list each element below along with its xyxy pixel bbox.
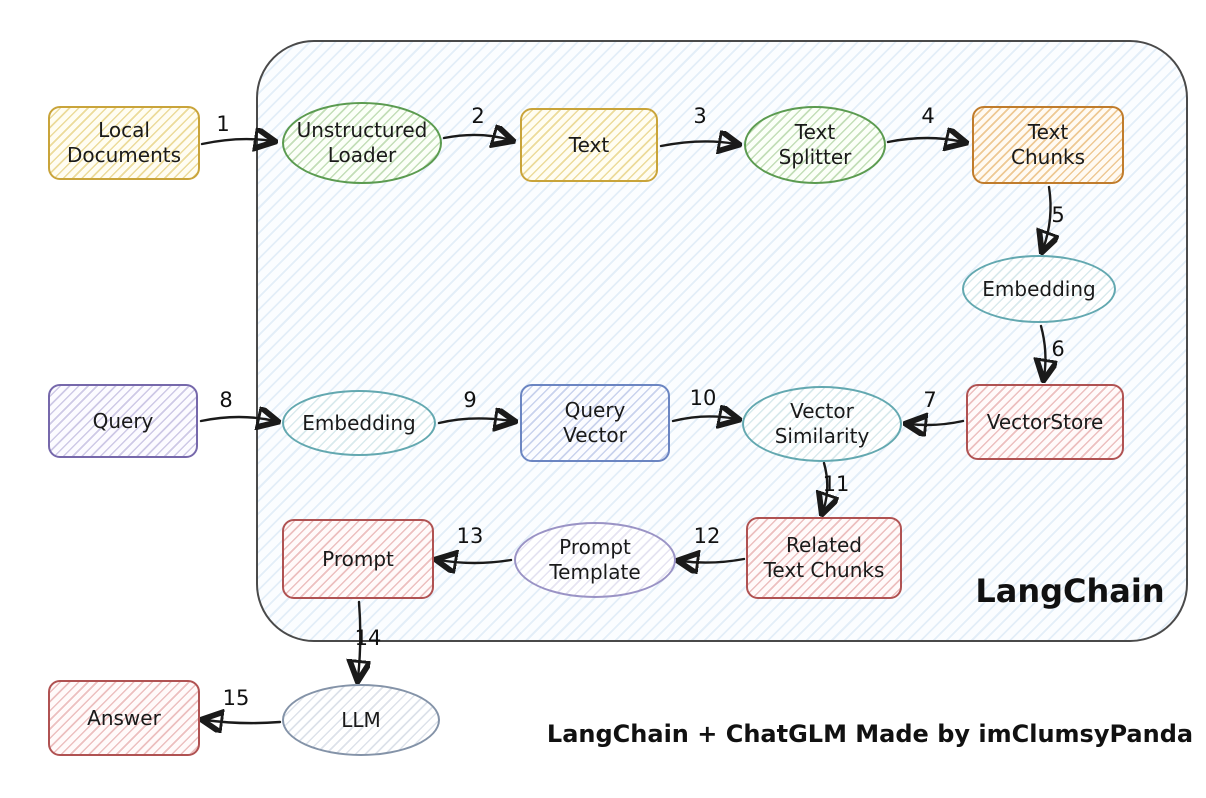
- edge-label-6: 6: [1051, 337, 1065, 361]
- arrow-13: [439, 560, 513, 563]
- edge-label-10: 10: [689, 386, 717, 410]
- edge-label-9: 9: [463, 388, 477, 412]
- edge-label-2: 2: [471, 104, 485, 128]
- arrow-1: [200, 139, 272, 144]
- node-label: VectorStore: [986, 409, 1104, 434]
- edge-label-15: 15: [222, 686, 250, 710]
- arrow-4: [886, 138, 963, 142]
- edge-label-1: 1: [216, 112, 230, 136]
- node-label: Local Documents: [66, 118, 182, 167]
- node-label: Vector Similarity: [774, 399, 870, 448]
- langchain-container-label: LangChain: [975, 572, 1165, 610]
- edge-label-8: 8: [219, 388, 233, 412]
- node-label: LLM: [341, 707, 381, 732]
- arrow-8: [199, 417, 275, 421]
- arrow-3: [659, 141, 736, 146]
- node-label: Answer: [87, 705, 161, 730]
- edge-label-7: 7: [923, 388, 937, 412]
- edge-label-14: 14: [354, 626, 382, 650]
- node-label: Embedding: [302, 410, 416, 435]
- node-prompt-template: Prompt Template: [514, 522, 676, 598]
- arrow-11: [823, 461, 827, 511]
- node-label: Query: [92, 408, 154, 433]
- node-vectorstore: VectorStore: [966, 384, 1124, 460]
- node-label: Related Text Chunks: [763, 533, 885, 582]
- edge-label-4: 4: [921, 104, 935, 128]
- arrow-10: [671, 416, 736, 421]
- edge-label-13: 13: [456, 524, 484, 548]
- node-label: Unstructured Loader: [296, 118, 428, 167]
- node-answer: Answer: [48, 680, 200, 756]
- node-label: Prompt: [322, 546, 394, 571]
- node-label: Text Chunks: [1011, 120, 1085, 169]
- node-label: Text Splitter: [778, 120, 852, 169]
- node-vector-similarity: Vector Similarity: [742, 386, 902, 462]
- node-label: Prompt Template: [549, 535, 641, 584]
- node-llm: LLM: [282, 684, 440, 756]
- edge-label-11: 11: [822, 472, 850, 496]
- arrow-9: [437, 418, 512, 423]
- arrow-5: [1043, 185, 1051, 249]
- arrow-12: [681, 559, 746, 563]
- node-label: Query Vector: [563, 398, 627, 447]
- node-unstructured-loader: Unstructured Loader: [282, 102, 442, 184]
- node-prompt: Prompt: [282, 519, 434, 599]
- node-label: Text: [568, 132, 610, 157]
- node-text-chunks: Text Chunks: [972, 106, 1124, 184]
- arrow-7: [909, 421, 965, 425]
- node-query: Query: [48, 384, 198, 458]
- arrow-14: [358, 600, 360, 678]
- node-embedding-query: Embedding: [282, 390, 436, 456]
- node-text: Text: [520, 108, 658, 182]
- edge-label-5: 5: [1051, 203, 1065, 227]
- arrow-6: [1041, 324, 1045, 377]
- diagram-caption: LangChain + ChatGLM Made by imClumsyPand…: [546, 720, 1194, 748]
- node-embedding-docs: Embedding: [962, 255, 1116, 323]
- node-related-text-chunks: Related Text Chunks: [746, 517, 902, 599]
- edge-label-12: 12: [693, 524, 721, 548]
- node-local-documents: Local Documents: [48, 106, 200, 180]
- node-label: Embedding: [982, 276, 1096, 301]
- arrow-2: [442, 135, 510, 140]
- node-text-splitter: Text Splitter: [744, 106, 886, 184]
- node-query-vector: Query Vector: [520, 384, 670, 462]
- edge-label-3: 3: [693, 104, 707, 128]
- arrow-15: [205, 720, 282, 723]
